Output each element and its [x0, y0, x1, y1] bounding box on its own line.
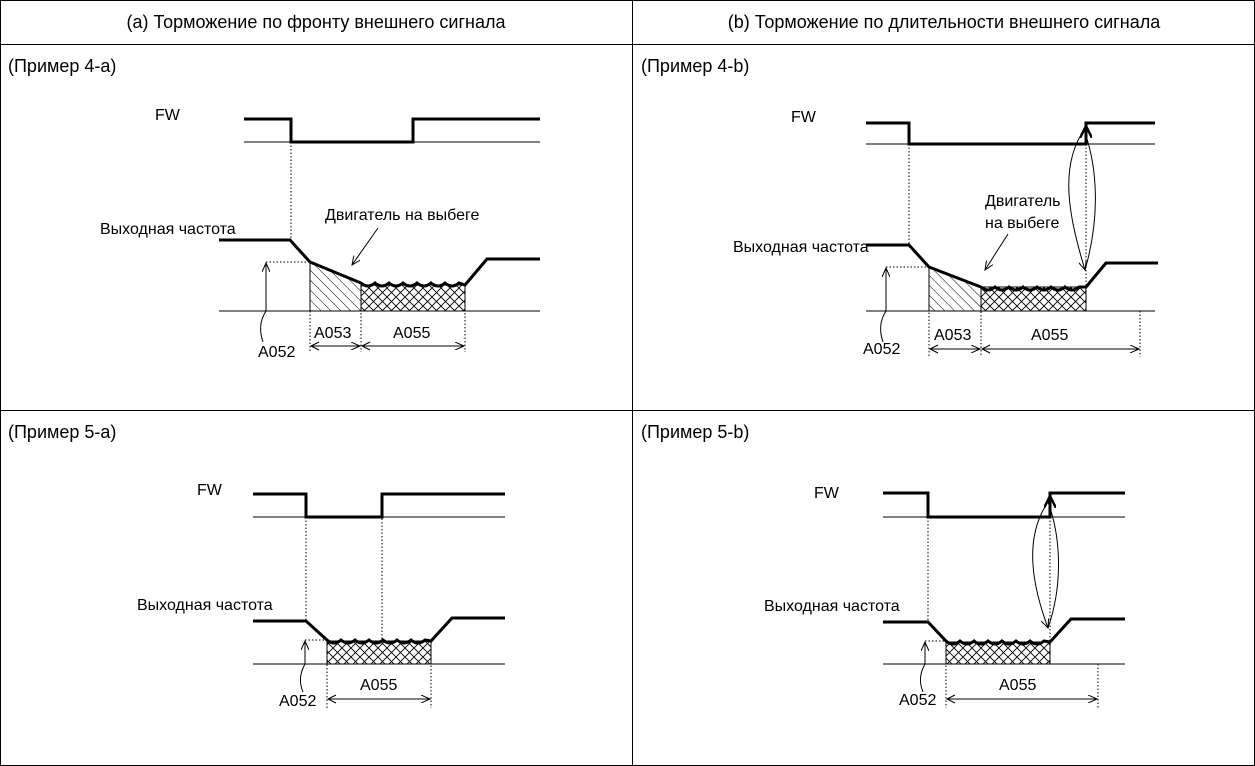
a055-arrow-head-left — [360, 341, 371, 351]
header-divider — [0, 44, 1255, 45]
column-a-header: (a) Торможение по фронту внешнего сигнал… — [126, 11, 506, 32]
row-divider — [0, 410, 1255, 411]
a055-arrow-head-left — [945, 694, 956, 704]
a052-label: A052 — [258, 344, 295, 361]
a055-label: A055 — [360, 677, 397, 694]
fw-recovery-loop-arrow — [1068, 129, 1085, 270]
example-5a-title: (Пример 5-a) — [8, 422, 117, 442]
fw-signal — [866, 121, 1155, 146]
column-divider — [632, 0, 633, 766]
dc-braking-area — [326, 640, 432, 665]
frequency-signal — [883, 617, 1125, 646]
dc-braking-area — [360, 284, 466, 312]
coasting-label: Двигатель на выбеге — [325, 207, 479, 224]
a053-arrow-head-left — [928, 344, 939, 354]
a055-label: A055 — [393, 325, 430, 342]
example-5a-diagram: FW Выходная частота A052 A055 — [137, 482, 505, 710]
column-b-header: (b) Торможение по длительности внешнего … — [727, 11, 1161, 32]
output-frequency-label: Выходная частота — [137, 597, 273, 614]
dc-braking-area — [980, 286, 1087, 312]
output-frequency-label: Выходная частота — [733, 239, 869, 256]
a052-leader — [260, 310, 267, 343]
fw-signal — [253, 492, 505, 519]
example-4a-title: (Пример 4-a) — [8, 56, 117, 76]
a053-label: A053 — [934, 327, 971, 344]
frequency-signal — [253, 616, 505, 645]
a053-label: A053 — [314, 325, 351, 342]
a055-label: A055 — [1031, 327, 1068, 344]
fw-signal — [883, 491, 1125, 519]
a055-arrow-head-left — [980, 344, 991, 354]
fw-recovery-loop-back — [1047, 501, 1059, 629]
dc-braking-wait-area — [928, 266, 982, 312]
coasting-label-line1: Двигатель — [985, 193, 1061, 210]
a052-label: A052 — [279, 693, 316, 710]
fw-label: FW — [155, 107, 181, 124]
fw-signal — [244, 117, 540, 144]
example-5b-diagram: FW Выходная частота A052 A055 — [764, 485, 1125, 709]
output-frequency-label: Выходная частота — [100, 221, 236, 238]
a055-label: A055 — [999, 677, 1036, 694]
a053-arrow-head-left — [309, 341, 320, 351]
fw-recovery-loop-arrow — [1032, 501, 1048, 628]
frequency-signal — [219, 238, 540, 288]
example-4b-title: (Пример 4-b) — [641, 56, 750, 76]
a052-label: A052 — [899, 692, 936, 709]
fw-label: FW — [814, 485, 840, 502]
frequency-signal — [866, 243, 1158, 292]
coasting-label-line2: на выбеге — [985, 215, 1060, 232]
fw-label: FW — [791, 109, 817, 126]
example-4a-diagram: FW Выходная частота Двигатель на выбеге … — [100, 107, 540, 361]
a055-arrow-head-left — [326, 694, 337, 704]
a052-leader — [919, 663, 926, 693]
dc-braking-area — [945, 641, 1051, 665]
output-frequency-label: Выходная частота — [764, 598, 900, 615]
example-5b-title: (Пример 5-b) — [641, 422, 750, 442]
fw-label: FW — [197, 482, 223, 499]
dc-braking-wait-area — [309, 261, 362, 312]
a052-leader — [299, 663, 306, 693]
example-4b-diagram: FW Выходная частота Двигатель на выбеге … — [733, 109, 1158, 358]
a052-leader — [880, 310, 887, 343]
coasting-arrow — [985, 233, 1009, 270]
coasting-arrow — [352, 227, 379, 265]
a052-label: A052 — [863, 341, 900, 358]
fw-recovery-loop-back — [1083, 129, 1096, 271]
